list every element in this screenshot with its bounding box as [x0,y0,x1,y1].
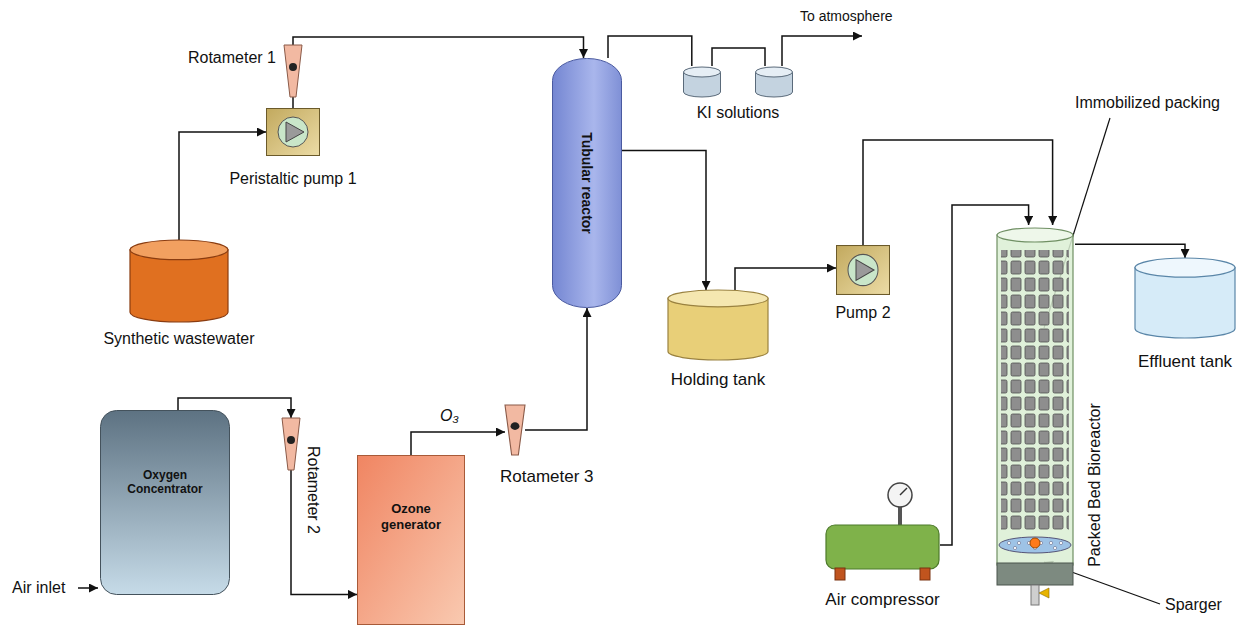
tubular-reactor: Tubular reactor [552,58,622,308]
rotameter-symbol [282,418,300,470]
compressor-symbol [825,480,940,580]
tank-shape [668,290,768,360]
effluent-tank: Effluent tank [1135,258,1235,338]
node-label: Ozone generator [365,501,457,532]
pipe-connector [292,97,294,108]
rotameter: Rotameter 2 [282,418,300,470]
outlet-label: To atmosphere [800,8,893,24]
tank-shape [1135,258,1235,338]
bioreactor-column [995,225,1075,610]
node-label: Holding tank [671,370,766,390]
pipe-connector [1075,244,1185,258]
callout-label: Immobilized packing [1075,94,1220,112]
vent-pipe [782,36,862,66]
air-compressor: Air compressor [825,480,940,580]
node-label: Rotameter 1 [188,49,276,67]
concentrator-box [100,410,230,595]
wastewater-tank: Synthetic wastewater [130,240,228,322]
pump-symbol [836,245,890,295]
node-label: Rotameter 3 [500,467,594,487]
packed-bed-bioreactor: Packed Bed Bioreactor [995,225,1075,610]
node-label: Synthetic wastewater [103,330,254,348]
air-inlet-arrow [78,587,98,589]
rotameter-symbol [505,405,525,455]
node-label: Oxygen Concentrator [108,468,222,497]
pump-symbol [266,108,320,156]
node-label: Pump 2 [835,304,890,322]
peristaltic-pump: Peristaltic pump 1 [266,108,320,156]
pipe-connector [622,151,706,291]
pipe-connector [525,308,587,430]
oxygen-concentrator: Oxygen Concentrator [100,410,230,595]
pipe-connector [293,37,584,58]
node-label: KI solutions [697,104,780,122]
rotameter-symbol [284,45,302,97]
pipe-connector [608,36,692,66]
holding-tank: Holding tank [668,290,768,360]
pump: Pump 2 [836,245,890,295]
tank-shape [130,240,228,322]
ki-solutions: KI solutions [683,66,793,98]
node-label: Packed Bed Bioreactor [1086,403,1104,567]
rotameter: Rotameter 1 [284,45,302,97]
node-label: Air compressor [825,590,939,610]
ki-bottles [683,66,793,98]
ozone-generator: Ozone generator [357,455,465,625]
pipe-connector [735,268,836,290]
node-label: Peristaltic pump 1 [229,170,356,188]
node-label: Tubular reactor [579,132,595,234]
generator-box [357,455,465,625]
stream-label: O₃ [440,407,459,425]
rotameter: Rotameter 3 [505,405,525,455]
pipe-connector [291,470,357,594]
inlet-label: Air inlet [12,579,65,597]
callout-label: Sparger [1165,596,1222,614]
node-label: Effluent tank [1138,352,1232,372]
ki-link-pipe [712,48,765,66]
pipe-connector [411,432,505,455]
node-label: Rotameter 2 [304,446,322,534]
